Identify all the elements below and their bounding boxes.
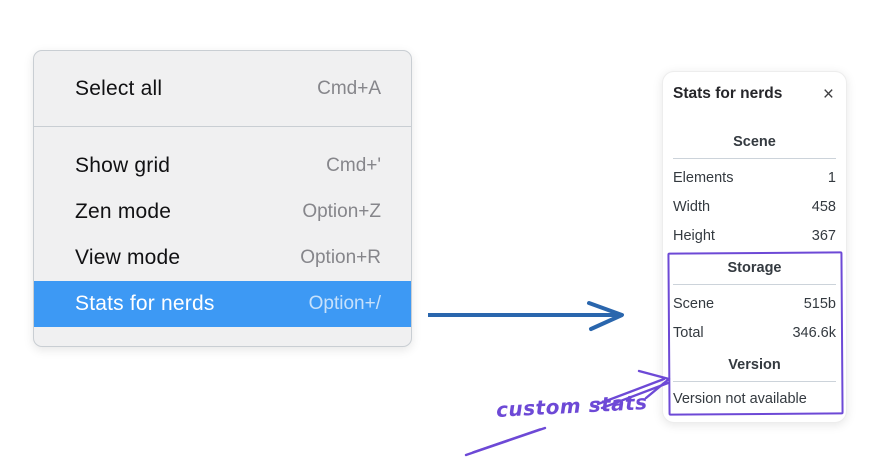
stat-row-total-size: Total 346.6k — [673, 318, 836, 347]
menu-group-bottom: Show grid Cmd+' Zen mode Option+Z View m… — [34, 127, 411, 346]
menu-item-shortcut: Cmd+A — [317, 78, 381, 99]
menu-item-zen-mode[interactable]: Zen mode Option+Z — [34, 189, 411, 235]
stat-row-width: Width 458 — [673, 192, 836, 221]
menu-item-view-mode[interactable]: View mode Option+R — [34, 235, 411, 281]
menu-item-label: View mode — [75, 246, 181, 269]
menu-item-label: Select all — [75, 77, 163, 100]
stat-value: 1 — [827, 169, 836, 186]
stat-label: Height — [673, 227, 715, 244]
stat-label: Elements — [673, 169, 734, 186]
close-icon[interactable]: × — [822, 83, 834, 105]
menu-item-stats-for-nerds[interactable]: Stats for nerds Option+/ — [34, 281, 411, 327]
stat-value: 367 — [811, 227, 836, 244]
menu-item-shortcut: Option+/ — [308, 293, 381, 314]
stat-row-scene-size: Scene 515b — [673, 289, 836, 318]
stat-row-elements: Elements 1 — [673, 163, 836, 192]
menu-item-label: Stats for nerds — [75, 292, 215, 315]
menu-item-label: Zen mode — [75, 200, 172, 223]
stat-value: 515b — [803, 295, 836, 312]
stat-label: Width — [673, 198, 711, 215]
stat-value: 458 — [811, 198, 836, 215]
menu-item-shortcut: Option+Z — [302, 201, 381, 222]
section-divider — [673, 381, 836, 382]
menu-item-shortcut: Option+R — [300, 247, 381, 268]
stat-row-height: Height 367 — [673, 221, 836, 250]
menu-item-select-all[interactable]: Select all Cmd+A — [34, 66, 411, 112]
stat-label: Scene — [673, 295, 715, 312]
section-header-storage: Storage — [727, 260, 782, 276]
menu-item-label: Show grid — [75, 154, 171, 177]
context-menu: Select all Cmd+A Show grid Cmd+' Zen mod… — [33, 50, 412, 347]
stat-value: 346.6k — [792, 324, 836, 341]
section-header-scene: Scene — [733, 134, 776, 150]
menu-divider — [34, 126, 411, 127]
menu-item-show-grid[interactable]: Show grid Cmd+' — [34, 143, 411, 189]
menu-item-shortcut: Cmd+' — [326, 155, 381, 176]
stats-panel: Stats for nerds × Scene Elements 1 Width… — [662, 71, 847, 423]
section-divider — [673, 158, 836, 159]
stat-label: Total — [673, 324, 704, 341]
stats-panel-title: Stats for nerds — [673, 85, 783, 102]
stats-panel-header: Stats for nerds × — [673, 84, 836, 104]
menu-group-top: Select all Cmd+A — [34, 51, 411, 126]
section-divider — [673, 284, 836, 285]
section-header-version: Version — [728, 357, 781, 373]
version-note: Version not available — [673, 391, 807, 407]
annotation-label: custom stats — [495, 390, 649, 422]
